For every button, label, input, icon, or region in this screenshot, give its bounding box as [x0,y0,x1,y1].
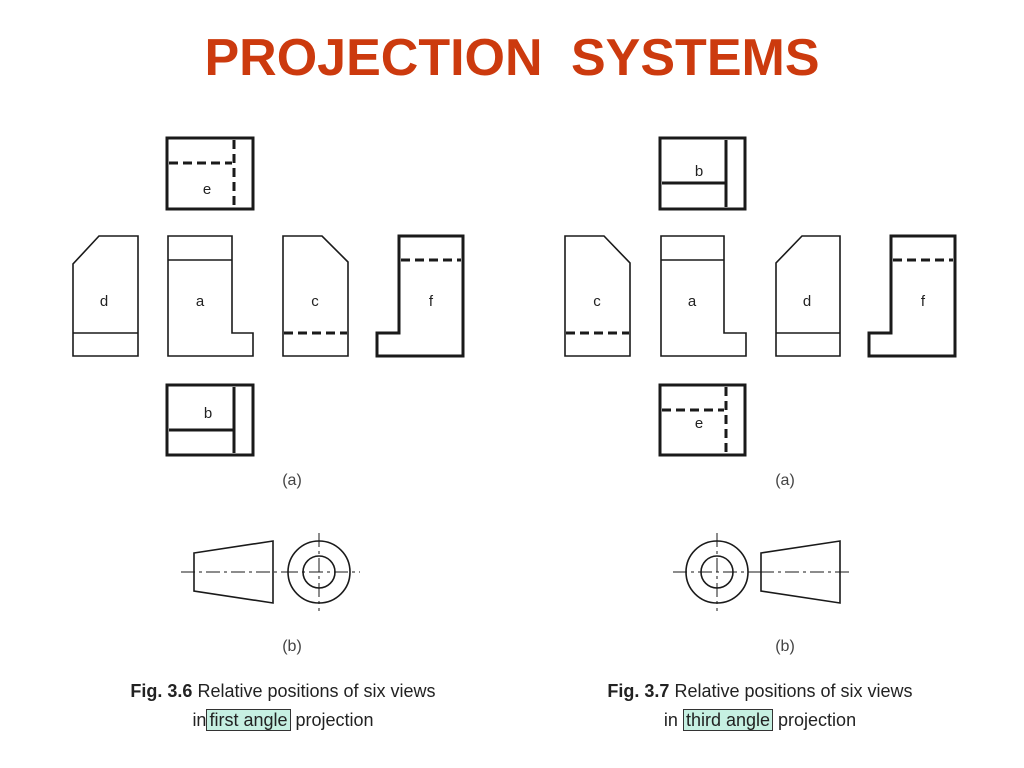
first-angle-six-views: e d a c f b [72,136,465,489]
view-f-rear: f [867,234,957,358]
caption-line-1: Fig. 3.7 Relative positions of six views [550,677,970,706]
caption-text: Relative positions of six views [674,681,913,701]
view-label: c [593,293,601,310]
caption-pre: in [192,710,207,730]
caption-first-angle: Fig. 3.6 Relative positions of six views… [73,677,493,735]
caption-text: Relative positions of six views [197,681,436,701]
sublabel-b: (b) [282,638,302,655]
figure-number: Fig. 3.7 [607,681,670,701]
view-a-front: a [167,235,254,357]
caption-post: projection [295,710,374,730]
caption-pre: in [663,710,678,730]
view-label: e [203,181,211,198]
slide-title: PROJECTION SYSTEMS [204,29,820,87]
highlighted-term: first angle [206,709,291,731]
view-b-top: b [658,136,747,211]
view-label: a [196,293,205,310]
view-label: d [100,293,108,310]
caption-post: projection [778,710,857,730]
view-label: c [311,293,319,310]
figure-number: Fig. 3.6 [130,681,193,701]
view-label: d [803,293,811,310]
view-b-bottom: b [165,383,255,457]
view-e-bottom: e [658,383,747,457]
first-angle-symbol: (b) [181,533,360,655]
highlighted-term: third angle [682,709,774,731]
view-f-rear: f [375,234,465,358]
view-label: f [921,293,926,310]
sublabel-a: (a) [282,472,302,489]
view-e-top: e [165,136,255,211]
view-label: b [204,405,212,422]
view-c-left: c [564,235,631,357]
view-a-front: a [660,235,747,357]
sublabel-a: (a) [775,472,795,489]
view-label: e [695,415,703,432]
third-angle-symbol: (b) [673,533,852,655]
view-label: f [429,293,434,310]
third-angle-six-views: b c a d f e [564,136,957,489]
caption-third-angle: Fig. 3.7 Relative positions of six views… [550,677,970,735]
view-label: b [695,163,703,180]
view-d-right: d [775,235,841,357]
view-label: a [688,293,697,310]
caption-line-1: Fig. 3.6 Relative positions of six views [73,677,493,706]
caption-line-2: in third angle projection [550,706,970,735]
view-d-left: d [72,235,139,357]
view-c-right: c [282,235,349,357]
sublabel-b: (b) [775,638,795,655]
